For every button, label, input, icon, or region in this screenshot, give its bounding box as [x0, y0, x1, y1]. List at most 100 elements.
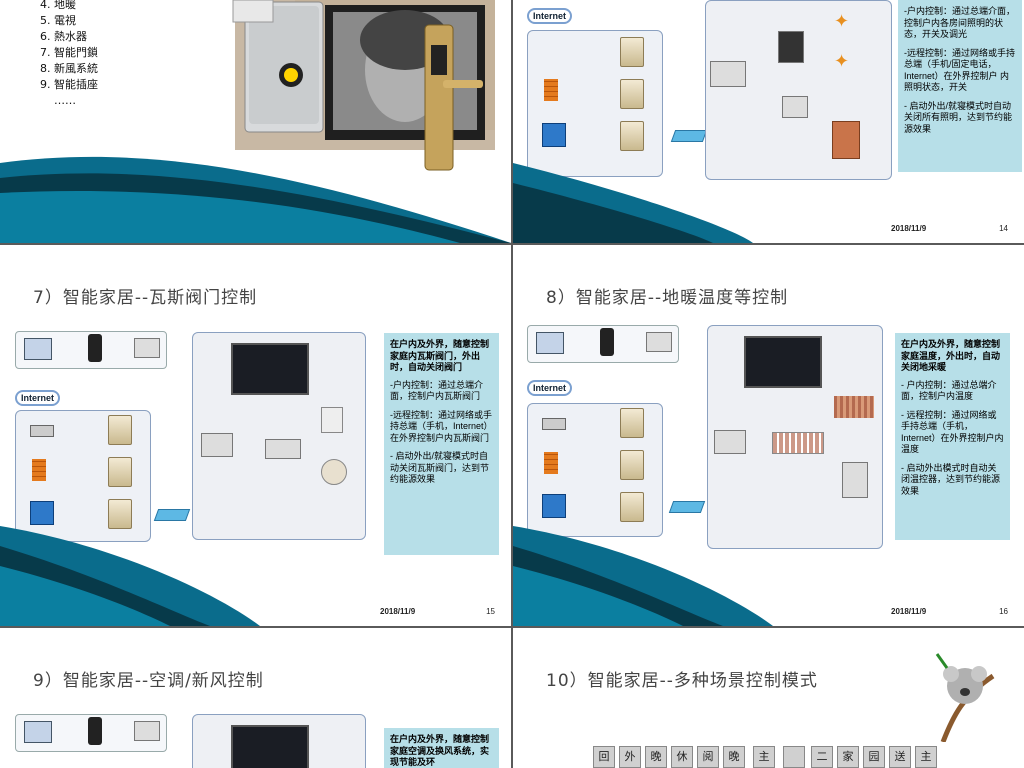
info-box: 在户内及外界，随意控制家庭内瓦斯阀门，外出时，自动关闭阀门 -户内控制：通过总端… — [384, 333, 499, 555]
wave-decoration — [0, 526, 260, 626]
list-item: 4. 地暖 — [40, 0, 76, 11]
window-icon — [832, 121, 860, 159]
gas-valve-icon — [321, 407, 343, 433]
info-point: -远程控制：通过网络或手持总端（手机，Internet）在外界控制户内瓦斯阀门 — [390, 409, 493, 443]
scene-char: 园 — [863, 746, 885, 768]
switch-icon — [542, 494, 566, 518]
server-icon — [108, 499, 132, 529]
terminal-devices-box — [15, 714, 167, 752]
info-head: 在户内及外界，随意控制家庭内瓦斯阀门，外出时，自动关闭阀门 — [390, 339, 490, 372]
info-box: -户内控制：通过总端介面，控制户内各房间照明的状态，开关及调光 -远程控制：通过… — [898, 0, 1022, 172]
internet-cloud: Internet — [527, 8, 573, 24]
slide-title: 9）智能家居--空调/新风控制 — [33, 671, 264, 691]
info-point: - 远程控制：通过网络或手持总端（手机，Internet）在外界控制户内温度 — [901, 409, 1004, 455]
telephone-icon — [134, 338, 160, 358]
telephone-icon — [646, 332, 672, 352]
phone-icon — [88, 334, 102, 362]
info-point: -户内控制：通过总端介面，控制户内各房间照明的状态，开关及调光 — [904, 6, 1015, 39]
info-point: -户内控制：通过总端介面，控制户内瓦斯阀门 — [390, 379, 483, 402]
server-icon — [620, 79, 644, 109]
control-screen-icon — [231, 343, 309, 395]
info-point: - 启动外出/就寝模式时自动关闭瓦斯阀门，达到节约能源效果 — [390, 451, 490, 484]
info-point: - 启动外出/就寝模式时自动关闭所有照明，达到节约能源效果 — [904, 100, 1013, 134]
device-list: 4. 地暖 5. 電視 6. 熱水器 7. 智能門鎖 8. 新風系統 9. 智能… — [40, 0, 98, 109]
light-control-icon — [778, 31, 804, 63]
internet-cloud: Internet — [15, 390, 61, 406]
control-panel-icon — [201, 433, 233, 457]
list-item: 7. 智能門鎖 — [40, 46, 98, 59]
info-head: 在户内及外界，随意控制家庭温度，外出时，自动关闭地采暖 — [901, 339, 1001, 372]
slide-date: 2018/11/9 — [380, 607, 416, 616]
server-icon — [108, 457, 132, 487]
pc-icon — [24, 721, 52, 743]
terminal-devices-box — [527, 325, 679, 363]
koala-icon — [935, 653, 995, 742]
scene-char: 主 — [915, 746, 937, 768]
list-item: 5. 電視 — [40, 14, 76, 27]
network-diagram-box — [527, 30, 663, 177]
slide-16: 8）智能家居--地暖温度等控制 Internet 在户内及外界，随意控制家庭温度… — [513, 245, 1024, 626]
phone-icon — [600, 328, 614, 356]
slide-number: 15 — [486, 607, 495, 616]
slide-date: 2018/11/9 — [891, 607, 927, 616]
firewall-icon — [32, 459, 46, 481]
control-panel-icon — [710, 61, 746, 87]
scene-char: 回 — [593, 746, 615, 768]
device-panel-box — [707, 325, 883, 549]
server-icon — [620, 450, 644, 480]
scene-char: 送 — [889, 746, 911, 768]
slide-18: 10）智能家居--多种场景控制模式 回 外 晚 休 阅 晚 主 二 家 园 送 … — [513, 628, 1024, 768]
slide-number: 16 — [999, 607, 1008, 616]
info-head: 在户内及外界，随意控制家庭空调及换风系统，实现节能及环 — [390, 734, 490, 767]
floor-heating-icon — [834, 396, 874, 418]
slide-title: 7）智能家居--瓦斯阀门控制 — [33, 288, 258, 308]
valve-controller-icon — [265, 439, 301, 459]
server-icon — [620, 408, 644, 438]
firewall-icon — [544, 452, 558, 474]
pc-icon — [24, 338, 52, 360]
slide-number: 14 — [999, 224, 1008, 233]
control-screen-icon — [231, 725, 309, 768]
router-icon — [542, 418, 566, 430]
slide-17: 9）智能家居--空调/新风控制 在户内及外界，随意控制家庭空调及换风系统，实现节… — [0, 628, 511, 768]
info-point: - 启动外出模式时自动关闭温控器，达到节约能源效果 — [901, 462, 1001, 496]
boiler-icon — [842, 462, 868, 498]
chandelier-icon: ✦ — [834, 51, 850, 71]
device-panel-box — [192, 714, 366, 768]
info-box: 在户内及外界，随意控制家庭温度，外出时，自动关闭地采暖 - 户内控制：通过总端介… — [895, 333, 1010, 540]
list-item: 9. 智能插座 — [40, 78, 98, 91]
switch-icon — [30, 501, 54, 525]
telephone-icon — [134, 721, 160, 741]
switch-icon — [542, 123, 566, 147]
pc-icon — [536, 332, 564, 354]
server-icon — [620, 121, 644, 151]
slide-14: Internet ✦ ✦ -户内控制：通过总端介面，控制户内各房间照明的状态，开… — [513, 0, 1024, 243]
server-icon — [620, 37, 644, 67]
device-panel-box — [192, 332, 366, 540]
slide-title: 8）智能家居--地暖温度等控制 — [546, 288, 789, 308]
wave-decoration — [513, 526, 773, 626]
info-point: - 户内控制：通过总端介面，控制户内温度 — [901, 379, 997, 402]
scene-char: 阅 — [697, 746, 719, 768]
scene-char: 家 — [837, 746, 859, 768]
scene-char: 二 — [811, 746, 833, 768]
info-box: 在户内及外界，随意控制家庭空调及换风系统，实现节能及环 — [384, 728, 499, 768]
slide-15: 7）智能家居--瓦斯阀门控制 Internet 在户内及外界，随意控制家庭内瓦斯… — [0, 245, 511, 626]
control-panel-icon — [714, 430, 746, 454]
server-icon — [108, 415, 132, 445]
scene-char: 晚 — [723, 746, 745, 768]
list-item: 8. 新風系統 — [40, 62, 98, 75]
list-item: 6. 熱水器 — [40, 30, 87, 43]
gas-detector-icon — [321, 459, 347, 485]
manifold-icon — [772, 432, 824, 454]
scene-char: 外 — [619, 746, 641, 768]
scene-char: 主 — [753, 746, 775, 768]
slide-13: 4. 地暖 5. 電視 6. 熱水器 7. 智能門鎖 8. 新風系統 9. 智能… — [0, 0, 511, 243]
device-panel-box: ✦ ✦ — [705, 0, 892, 180]
internet-cloud: Internet — [527, 380, 573, 396]
phone-icon — [88, 717, 102, 745]
router-icon — [30, 425, 54, 437]
wave-decoration — [0, 156, 511, 243]
slide-date: 2018/11/9 — [891, 224, 927, 233]
server-icon — [620, 492, 644, 522]
